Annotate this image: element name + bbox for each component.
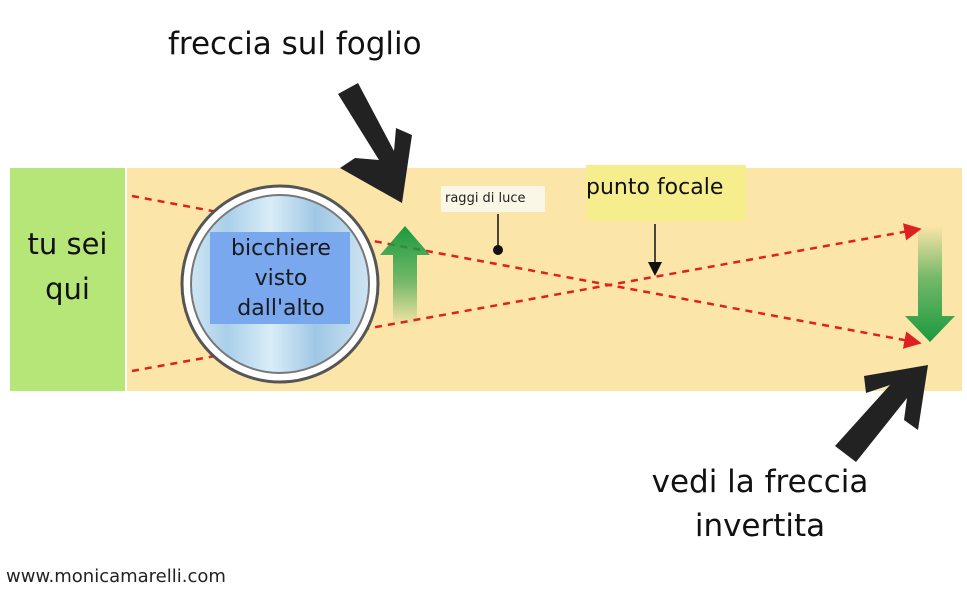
glass-label: bicchiere visto dall'alto — [231, 236, 331, 321]
viewer-label: tu sei qui — [27, 227, 108, 306]
inverted-arrow-label: vedi la freccia invertita — [651, 464, 869, 544]
rays-pointer-dot — [493, 245, 503, 255]
pointer-arrow-bottom-icon — [835, 365, 928, 462]
glass-label-box — [210, 232, 350, 324]
top-arrow-label: freccia sul foglio — [168, 26, 422, 62]
focal-point-label: punto focale — [586, 175, 724, 200]
rays-label: raggi di luce — [445, 191, 526, 206]
inverted-arrow-icon — [905, 226, 955, 342]
pointer-arrow-top-icon — [338, 83, 412, 203]
viewer-panel — [10, 168, 125, 391]
focal-pointer-head — [648, 262, 662, 276]
rays-label-box — [441, 186, 545, 212]
upright-arrow-icon — [380, 226, 430, 327]
focal-label-box — [586, 165, 746, 221]
watermark-url: www.monicamarelli.com — [6, 566, 226, 587]
